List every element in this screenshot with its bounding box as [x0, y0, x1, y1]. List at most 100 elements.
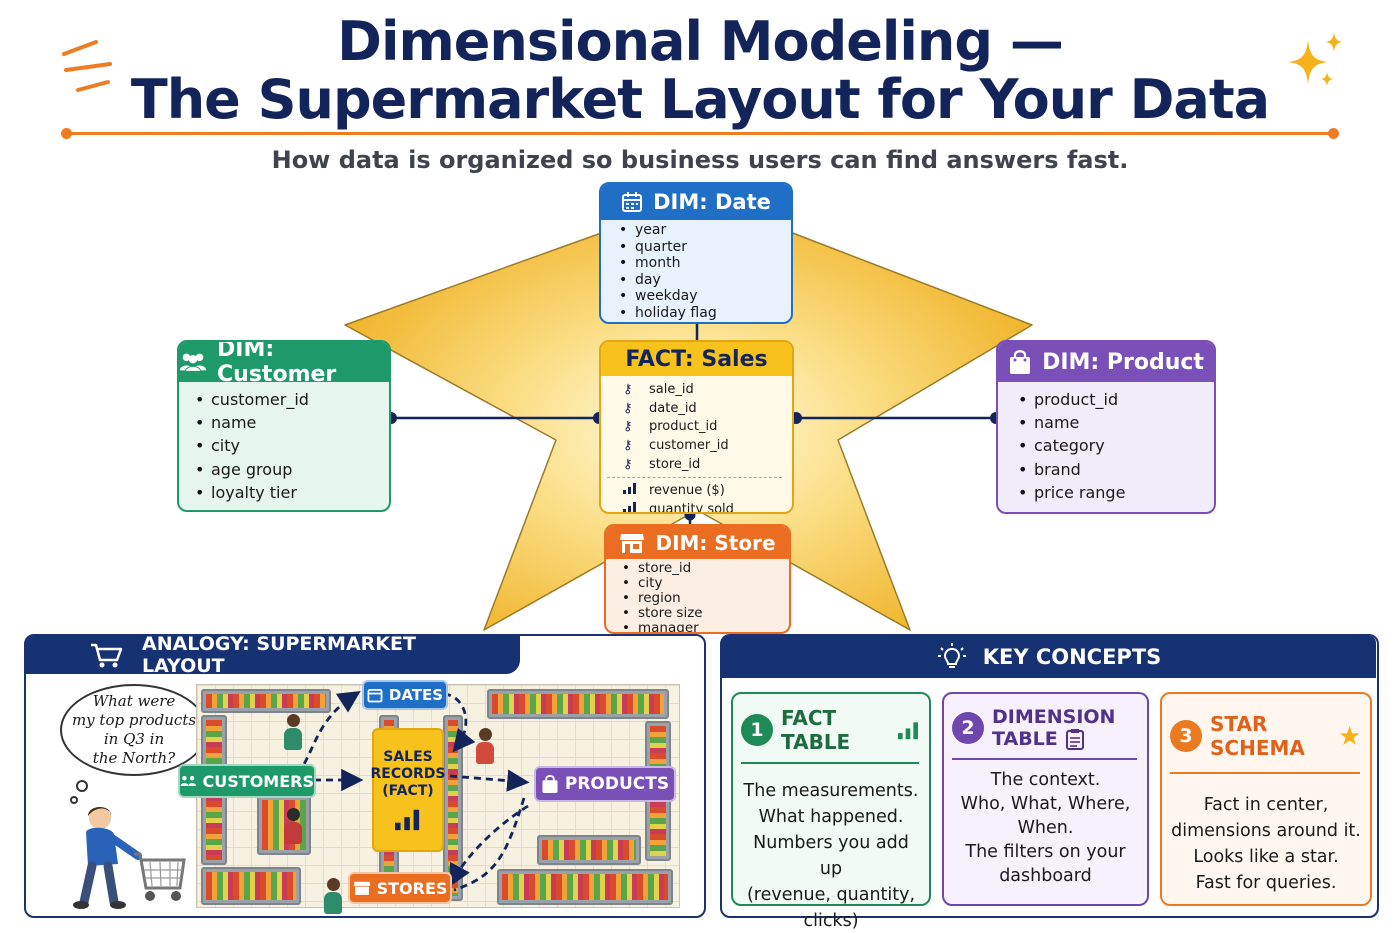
star-icon [1339, 726, 1360, 745]
field-item: year [619, 222, 791, 239]
fact-key-row: ⚷ product_id [601, 418, 792, 437]
title-rule [66, 132, 1334, 135]
card-line: Looks like a star. [1193, 847, 1339, 867]
key-icon: ⚷ [623, 381, 633, 397]
fact-key-label: date_id [649, 400, 697, 416]
fact-key-row: ⚷store_id [601, 455, 792, 474]
key-icon: ⚷ [623, 457, 633, 473]
field-item: month [619, 255, 791, 272]
question-line: the North? [92, 749, 176, 767]
stores-label: STORES [348, 872, 452, 904]
analogy-title: ANALOGY: SUPERMARKET LAYOUT [142, 633, 416, 677]
dim-customer-title: DIM: Customer [217, 340, 337, 387]
field-item: name [195, 411, 389, 434]
field-item: region [622, 591, 789, 607]
card-line: Numbers you add up [753, 833, 909, 879]
card-line: clicks) [803, 911, 859, 931]
thought-dot [76, 780, 88, 792]
shopping-bag-icon [542, 775, 558, 793]
field-item: manager [622, 621, 789, 633]
fact-label-line: (FACT) [382, 782, 434, 799]
dim-date-header: DIM: Date [601, 184, 791, 220]
thought-dot [70, 796, 78, 804]
card-body: Fact in center, dimensions around it. Lo… [1162, 774, 1370, 896]
card-line: dashboard [999, 866, 1092, 886]
fact-sales-header: FACT: Sales [601, 342, 792, 376]
fact-table-card-header: 1 FACT TABLE [741, 706, 919, 764]
products-label-text: PRODUCTS [564, 774, 670, 794]
lightbulb-icon [937, 643, 966, 668]
key-icon: ⚷ [623, 419, 633, 435]
key-concepts-header: KEY CONCEPTS [722, 636, 1376, 678]
title-rule-dot-left [61, 128, 72, 139]
field-item: name [1018, 411, 1214, 434]
dim-date-table: DIM: Date year quarter month day weekday… [599, 182, 793, 324]
fact-label-line: RECORDS [370, 765, 446, 782]
clipboard-icon [1065, 729, 1084, 750]
fact-key-row: ⚷customer_id [601, 436, 792, 455]
sparkle-icon [1288, 32, 1342, 86]
dim-customer-table: DIM: Customer customer_id name city age … [177, 340, 391, 512]
fact-key-row: ⚷ date_id [601, 399, 792, 418]
key-icon: ⚷ [623, 400, 633, 416]
shelf [201, 689, 331, 713]
field-item: city [195, 434, 389, 457]
sales-records-fact-label: SALES RECORDS (FACT) [370, 728, 446, 852]
key-concepts-title: KEY CONCEPTS [982, 645, 1162, 669]
stores-label-text: STORES [376, 878, 448, 898]
shopper-figure [284, 808, 302, 844]
field-item: price range [1018, 481, 1214, 504]
card-line: The context. [990, 770, 1101, 790]
analogy-panel: ANALOGY: SUPERMARKET LAYOUT What were my… [24, 633, 706, 918]
question-line: my top products [71, 711, 197, 729]
shopping-cart-icon [91, 643, 123, 668]
dimension-table-card-header: 2 DIMENSION TABLE [952, 706, 1137, 760]
fact-table-card: 1 FACT TABLE The measurements. What happ… [731, 692, 931, 931]
storefront-icon [620, 533, 645, 553]
card-line: dimensions around it. [1171, 821, 1361, 841]
key-concepts-panel: KEY CONCEPTS 1 FACT TABLE The measuremen… [720, 634, 1379, 931]
card-line: Fact in center, [1203, 795, 1329, 815]
dim-date-fields: year quarter month day weekday holiday f… [601, 220, 791, 321]
calendar-icon [622, 192, 643, 212]
shelf [201, 867, 301, 905]
dimension-table-card: 2 DIMENSION TABLE The context. Who, What… [942, 692, 1149, 906]
card-body: The measurements. What happened. Numbers… [733, 764, 929, 933]
card-line: The measurements. [743, 781, 919, 801]
card-title: STAR SCHEMA [1210, 712, 1305, 760]
fact-key-label: product_id [649, 419, 718, 435]
fact-measure-label: revenue ($) [649, 482, 725, 498]
question-line: in Q3 in [103, 730, 165, 748]
fact-label-line: SALES [383, 748, 433, 765]
field-item: store_id [622, 561, 789, 577]
dim-product-header: DIM: Product [998, 342, 1214, 382]
card-body: The context. Who, What, Where, When. The… [944, 760, 1147, 888]
field-item: category [1018, 434, 1214, 457]
field-item: weekday [619, 288, 791, 305]
card-number: 2 [952, 712, 984, 744]
fact-measure-row: revenue ($) [601, 481, 792, 500]
field-item: loyalty tier [195, 481, 389, 504]
customers-label-text: CUSTOMERS [202, 771, 314, 791]
page-title-line-1: Dimensional Modeling — [337, 10, 1064, 73]
analogy-header: ANALOGY: SUPERMARKET LAYOUT [26, 633, 520, 677]
field-item: product_id [1018, 388, 1214, 411]
page-title-line-2: The Supermarket Layout for Your Data [130, 68, 1270, 131]
shopper-illustration [73, 807, 186, 909]
card-line: The filters on your [965, 842, 1126, 862]
field-item: day [619, 272, 791, 289]
fact-key-label: customer_id [649, 438, 729, 454]
shelf [443, 715, 463, 901]
field-item: brand [1018, 458, 1214, 481]
fact-measure-label: quantity sold [649, 501, 734, 514]
shopper-figure [324, 878, 342, 914]
thought-bubble: What were my top products in Q3 in the N… [60, 684, 208, 776]
card-line: When. [1017, 818, 1074, 838]
shelf [487, 689, 669, 719]
field-item: quarter [619, 239, 791, 256]
products-label: PRODUCTS [534, 766, 676, 802]
page-subtitle: How data is organized so business users … [271, 146, 1129, 174]
dates-label: DATES [362, 680, 448, 710]
card-number: 3 [1170, 720, 1202, 752]
burst-lines-icon [62, 40, 112, 92]
